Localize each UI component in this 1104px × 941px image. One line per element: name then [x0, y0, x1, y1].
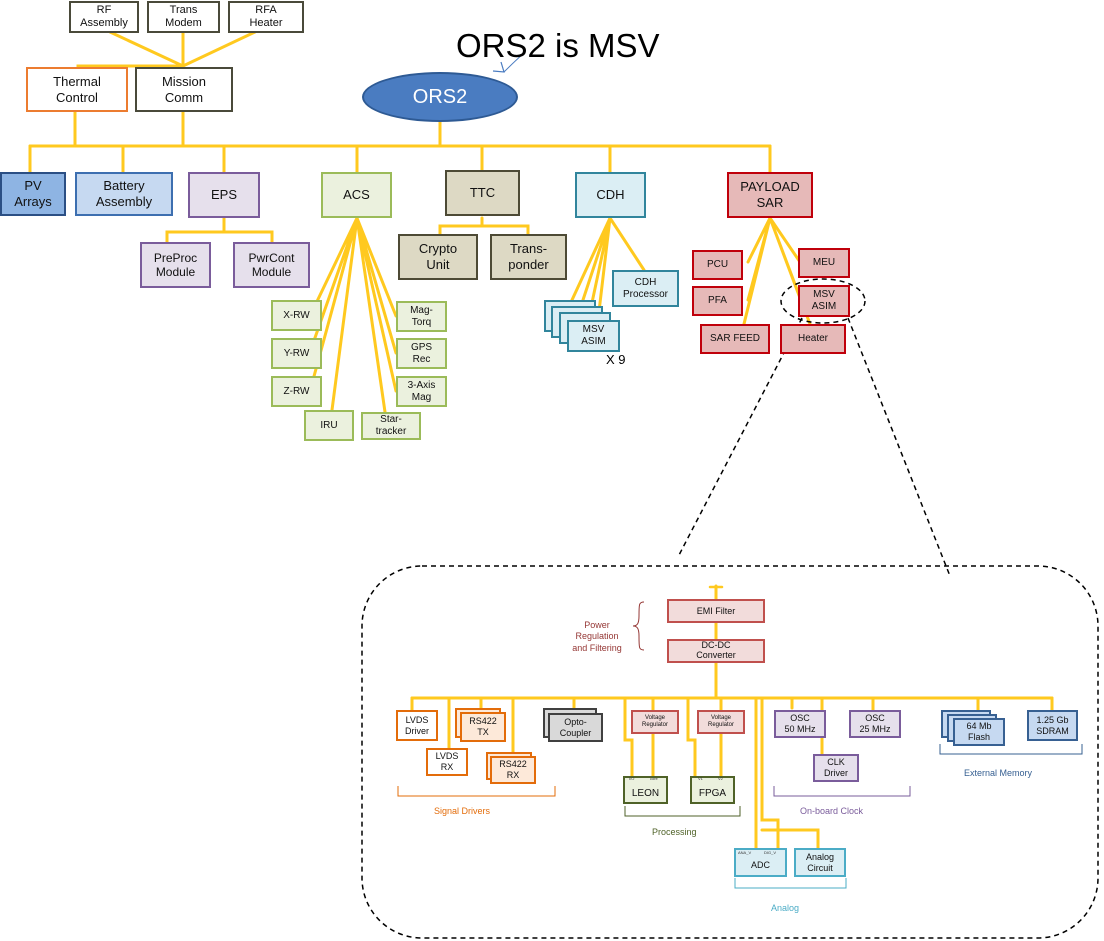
pcu-box[interactable]: PCU — [692, 250, 743, 280]
group-signal-drivers: Signal Drivers — [434, 806, 491, 816]
group-analog: Analog — [771, 903, 800, 913]
leon-box[interactable]: LEON — [623, 776, 668, 804]
preproc-module-box[interactable]: PreProc Module — [140, 242, 211, 288]
emi-filter-box[interactable]: EMI Filter — [667, 599, 765, 623]
z-rw-box[interactable]: Z-RW — [271, 376, 322, 407]
sar-feed-box[interactable]: SAR FEED — [700, 324, 770, 354]
mission-comm-box[interactable]: Mission Comm — [135, 67, 233, 112]
headline: ORS2 is MSV — [456, 27, 660, 64]
opto-coupler-box[interactable]: Opto- Coupler — [548, 713, 603, 742]
adc-pin-dig: DIG_V — [764, 850, 777, 855]
osc-50mhz-box[interactable]: OSC 50 MHz — [774, 710, 826, 738]
cdh-box[interactable]: CDH — [575, 172, 646, 218]
clk-driver-box[interactable]: CLK Driver — [813, 754, 859, 782]
battery-assembly-box[interactable]: Battery Assembly — [75, 172, 173, 216]
voltage-regulator-2-box[interactable]: Voltage Regulator — [697, 710, 745, 734]
osc-25mhz-box[interactable]: OSC 25 MHz — [849, 710, 901, 738]
crypto-unit-box[interactable]: Crypto Unit — [398, 234, 478, 280]
cdh-processor-box[interactable]: CDH Processor — [612, 270, 679, 307]
thermal-control-box[interactable]: Thermal Control — [26, 67, 128, 112]
acs-box[interactable]: ACS — [321, 172, 392, 218]
pv-arrays-box[interactable]: PV Arrays — [0, 172, 66, 216]
group-onboard-clock: On-board Clock — [800, 806, 864, 816]
cdh-msv-asim-box[interactable]: MSV ASIM — [567, 320, 620, 352]
y-rw-box[interactable]: Y-RW — [271, 338, 322, 369]
power-regulation-label: Power Regulation and Filtering — [572, 620, 622, 653]
payload-sar-box[interactable]: PAYLOAD SAR — [727, 172, 813, 218]
group-processing: Processing — [652, 827, 697, 837]
group-external-memory: External Memory — [964, 768, 1033, 778]
ttc-box[interactable]: TTC — [445, 170, 520, 216]
payload-msv-asim-box[interactable]: MSV ASIM — [798, 285, 850, 317]
fpga-pin-right: V2 — [718, 776, 723, 781]
mag-torq-box[interactable]: Mag- Torq — [396, 301, 447, 332]
rf-assembly-box[interactable]: RF Assembly — [69, 1, 139, 33]
transponder-box[interactable]: Trans- ponder — [490, 234, 567, 280]
pwrcont-module-box[interactable]: PwrCont Module — [233, 242, 310, 288]
star-tracker-box[interactable]: Star- tracker — [361, 412, 421, 440]
rs422-rx-box[interactable]: RS422 RX — [490, 756, 536, 784]
dc-dc-converter-box[interactable]: DC-DC Converter — [667, 639, 765, 663]
three-axis-mag-box[interactable]: 3-Axis Mag — [396, 376, 447, 407]
sdram-box[interactable]: 1.25 Gb SDRAM — [1027, 710, 1078, 741]
pfa-box[interactable]: PFA — [692, 286, 743, 316]
rs422-tx-box[interactable]: RS422 TX — [460, 712, 506, 742]
heater-box[interactable]: Heater — [780, 324, 846, 354]
adc-box[interactable]: ADC — [734, 848, 787, 877]
flash-box[interactable]: 64 Mb Flash — [953, 718, 1005, 746]
msv-asim-multiplier: X 9 — [606, 352, 626, 367]
x-rw-box[interactable]: X-RW — [271, 300, 322, 331]
gps-rec-box[interactable]: GPS Rec — [396, 338, 447, 369]
trans-modem-box[interactable]: Trans Modem — [147, 1, 220, 33]
leon-pin-core: core — [650, 776, 658, 781]
analog-circuit-box[interactable]: Analog Circuit — [794, 848, 846, 877]
lvds-rx-box[interactable]: LVDS RX — [426, 748, 468, 776]
root-ors2[interactable]: ORS2 — [362, 72, 518, 122]
fpga-pin-left: V1 — [698, 776, 703, 781]
adc-pin-ana: ANA_V — [738, 850, 752, 855]
eps-box[interactable]: EPS — [188, 172, 260, 218]
fpga-box[interactable]: FPGA — [690, 776, 735, 804]
meu-box[interactable]: MEU — [798, 248, 850, 278]
lvds-driver-box[interactable]: LVDS Driver — [396, 710, 438, 741]
leon-pin-io: I/O — [629, 776, 635, 781]
voltage-regulator-1-box[interactable]: Voltage Regulator — [631, 710, 679, 734]
rfa-heater-box[interactable]: RFA Heater — [228, 1, 304, 33]
iru-box[interactable]: IRU — [304, 410, 354, 441]
